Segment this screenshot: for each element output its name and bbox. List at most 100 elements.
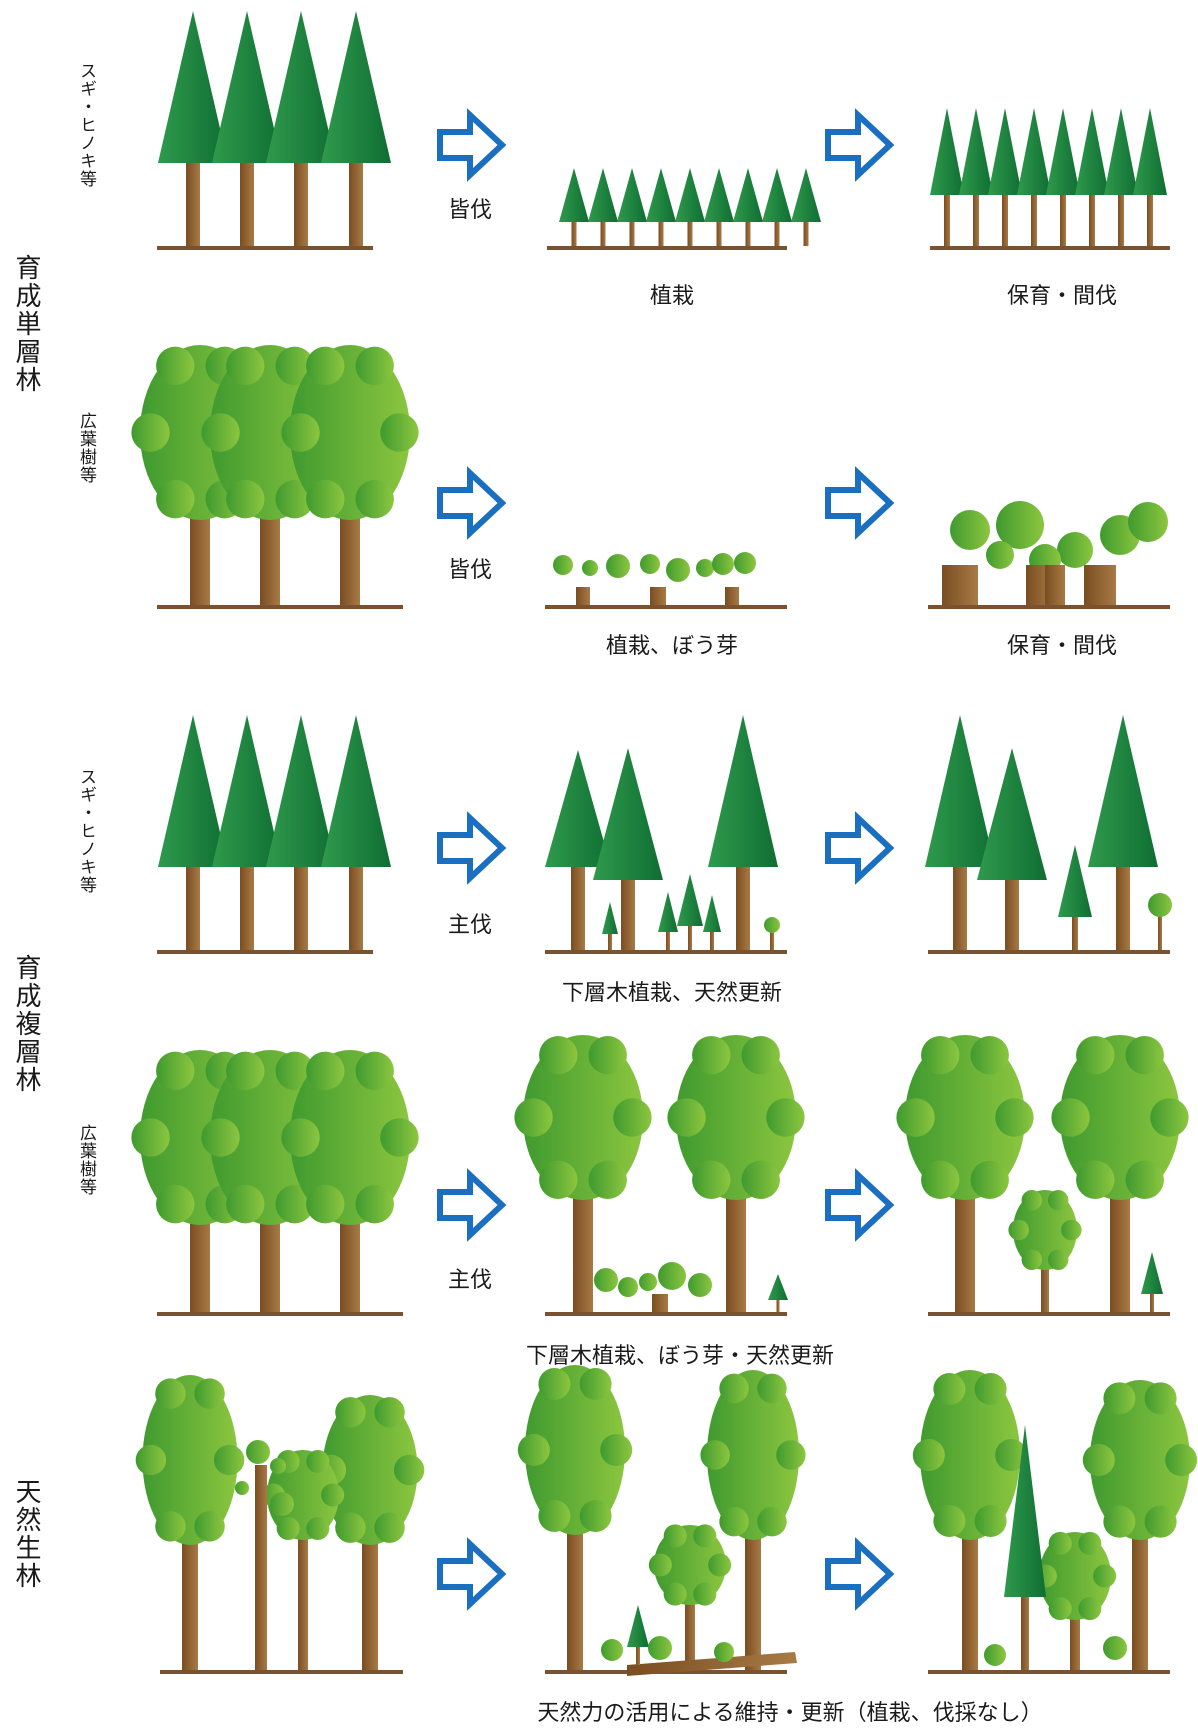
right-arrow-icon	[437, 466, 507, 540]
group-label-natural: 天然生林	[11, 1478, 41, 1590]
conifer-tree-icon	[1058, 845, 1092, 950]
shrub-icon	[594, 1268, 618, 1292]
right-arrow-icon	[437, 1537, 507, 1611]
shrub-icon	[270, 1458, 286, 1474]
stump-icon	[1045, 565, 1065, 605]
conifer-tree-icon	[677, 874, 703, 950]
action-label-row2: 皆伐	[447, 558, 493, 583]
broadleaf-tree-icon	[261, 1449, 345, 1670]
right-arrow-icon	[825, 1537, 895, 1611]
right-arrow-icon	[437, 811, 507, 885]
conifer-tree-icon	[988, 108, 1022, 246]
broadleaf-tree-icon	[1082, 1380, 1198, 1670]
right-arrow-icon	[437, 108, 507, 182]
shrub-icon	[688, 1273, 712, 1297]
species-label-row1: スギ・ヒノキ等	[76, 62, 96, 188]
broadleaf-tree-icon	[281, 345, 419, 605]
caption-row3-mid: 下層木植栽、天然更新	[561, 981, 783, 1006]
conifer-tree-icon	[212, 11, 282, 246]
action-label-row3: 主伐	[447, 913, 493, 938]
trees	[131, 11, 1198, 1676]
broadleaf-tree-icon	[667, 1035, 805, 1312]
shrub-icon	[1103, 1636, 1127, 1660]
conifer-tree-icon	[266, 715, 336, 950]
caption-row2-mid: 植栽、ぼう芽	[605, 634, 739, 659]
species-label-row4: 広葉樹等	[76, 1124, 96, 1196]
tall-tree-trunk	[255, 1465, 267, 1670]
conifer-tree-icon	[704, 168, 734, 246]
conifer-tree-icon	[930, 108, 964, 246]
conifer-tree-icon	[1133, 108, 1167, 246]
shrub-icon	[246, 1440, 270, 1464]
broadleaf-tree-icon	[135, 1375, 245, 1670]
action-label-row4: 主伐	[447, 1268, 493, 1293]
broadleaf-tree-icon	[514, 1035, 652, 1312]
caption-row1-mid: 植栽	[649, 284, 695, 309]
ground-line	[545, 950, 787, 954]
conifer-tree-icon	[658, 892, 678, 950]
conifer-tree-icon	[1017, 108, 1051, 246]
conifer-tree-icon	[762, 168, 792, 246]
shrub-icon	[606, 554, 630, 578]
right-arrow-icon	[825, 466, 895, 540]
conifer-tree-icon	[925, 715, 995, 950]
group-label-single-layer: 育成単層林	[11, 254, 41, 394]
stump-icon	[725, 587, 739, 605]
broadleaf-tree-icon	[648, 1524, 732, 1670]
shrub-icon	[658, 1262, 686, 1290]
conifer-tree-icon	[559, 168, 589, 246]
caption-row1-end: 保育・間伐	[1006, 284, 1118, 309]
sapling-icon	[764, 917, 780, 950]
ground-line	[160, 1670, 403, 1674]
shrub-icon	[270, 1492, 294, 1516]
species-label-row2: 広葉樹等	[76, 412, 96, 484]
sapling-icon	[1148, 893, 1172, 950]
conifer-tree-icon	[959, 108, 993, 246]
conifer-tree-icon	[593, 748, 663, 950]
stump-icon	[650, 587, 666, 605]
species-label-row3: スギ・ヒノキ等	[76, 768, 96, 894]
shrub-icon	[582, 560, 598, 576]
ground-line	[928, 1670, 1170, 1674]
conifer-tree-icon	[1104, 108, 1138, 246]
ground-line	[547, 246, 787, 250]
action-label-row1: 皆伐	[447, 198, 493, 223]
broadleaf-tree-icon	[281, 1050, 419, 1312]
conifer-tree-icon	[158, 11, 228, 246]
shrub-icon	[984, 1644, 1006, 1666]
caption-row2-end: 保育・間伐	[1006, 634, 1118, 659]
shrub-icon	[553, 555, 573, 575]
shrub-icon	[996, 501, 1044, 549]
right-arrow-icon	[825, 108, 895, 182]
stump-icon	[576, 587, 590, 605]
ground-line	[157, 605, 403, 609]
broadleaf-tree-icon	[1008, 1189, 1082, 1312]
ground-line	[928, 1312, 1170, 1316]
conifer-tree-icon	[321, 715, 391, 950]
conifer-tree-icon	[1046, 108, 1080, 246]
shrub-icon	[712, 553, 734, 575]
broadleaf-tree-icon	[517, 1365, 633, 1670]
conifer-tree-icon	[212, 715, 282, 950]
shrub-icon	[235, 1481, 249, 1495]
fallen-log-icon	[627, 1652, 797, 1676]
conifer-tree-icon	[675, 168, 705, 246]
ground-line	[157, 1312, 403, 1316]
ground-line	[928, 605, 1170, 609]
conifer-tree-icon	[158, 715, 228, 950]
broadleaf-tree-icon	[896, 1035, 1034, 1312]
broadleaf-tree-icon	[315, 1395, 425, 1670]
ground-line	[928, 950, 1170, 954]
group-label-multi-layer: 育成複層林	[11, 954, 41, 1094]
shrub-icon	[1128, 502, 1168, 542]
conifer-tree-icon	[1088, 715, 1158, 950]
stump-icon	[652, 1294, 668, 1312]
conifer-tree-icon	[646, 168, 676, 246]
right-arrow-icon	[437, 1168, 507, 1242]
shrub-icon	[666, 558, 690, 582]
conifer-tree-icon	[627, 1605, 649, 1665]
shrub-icon	[648, 1636, 672, 1660]
conifer-tree-icon	[321, 11, 391, 246]
conifer-tree-icon	[266, 11, 336, 246]
